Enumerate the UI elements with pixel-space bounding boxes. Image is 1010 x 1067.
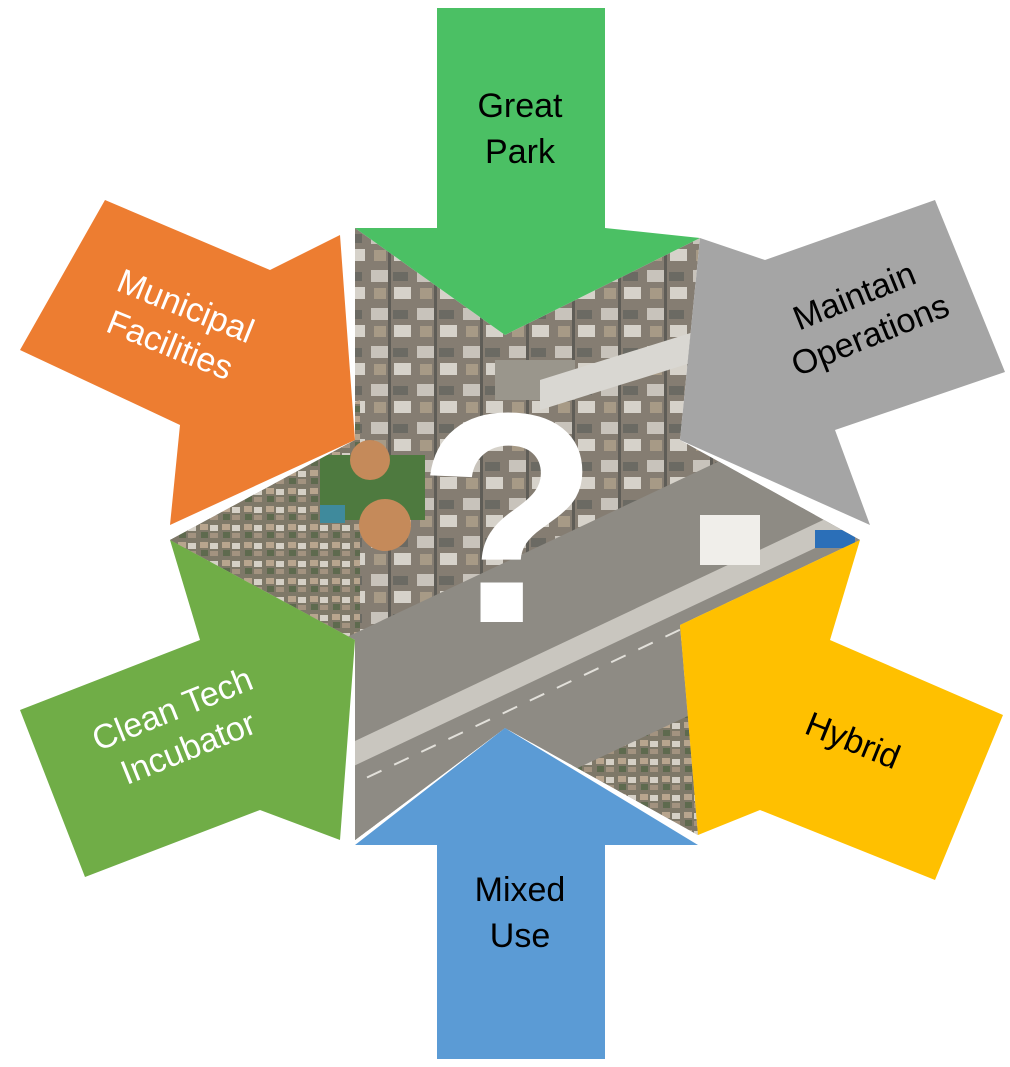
arrow-shape bbox=[20, 200, 355, 525]
arrow-label-line: Park bbox=[485, 133, 556, 171]
arrow-shape bbox=[355, 8, 700, 335]
arrow-label-line: Mixed bbox=[475, 871, 566, 909]
arrow-clean-tech-incubator: Clean TechIncubator bbox=[20, 540, 355, 877]
arrow-municipal-facilities: MunicipalFacilities bbox=[20, 200, 355, 525]
hangar-row bbox=[540, 330, 700, 410]
arrow-label-line: Great bbox=[477, 87, 563, 125]
arrow-maintain-operations: MaintainOperations bbox=[680, 200, 1005, 525]
arrow-hybrid: Hybrid bbox=[680, 540, 1003, 880]
arrow-shape bbox=[680, 540, 1003, 880]
arrow-label-line: Use bbox=[490, 917, 550, 955]
blue-building bbox=[815, 530, 855, 548]
arrow-shape bbox=[20, 540, 355, 877]
tennis-court bbox=[320, 505, 345, 523]
hangar bbox=[700, 515, 760, 565]
question-mark-icon: ? bbox=[416, 350, 599, 686]
arrow-shape bbox=[355, 728, 698, 1059]
ballfield-south bbox=[359, 499, 411, 551]
arrow-shape bbox=[680, 200, 1005, 525]
ballfield-north bbox=[350, 440, 390, 480]
